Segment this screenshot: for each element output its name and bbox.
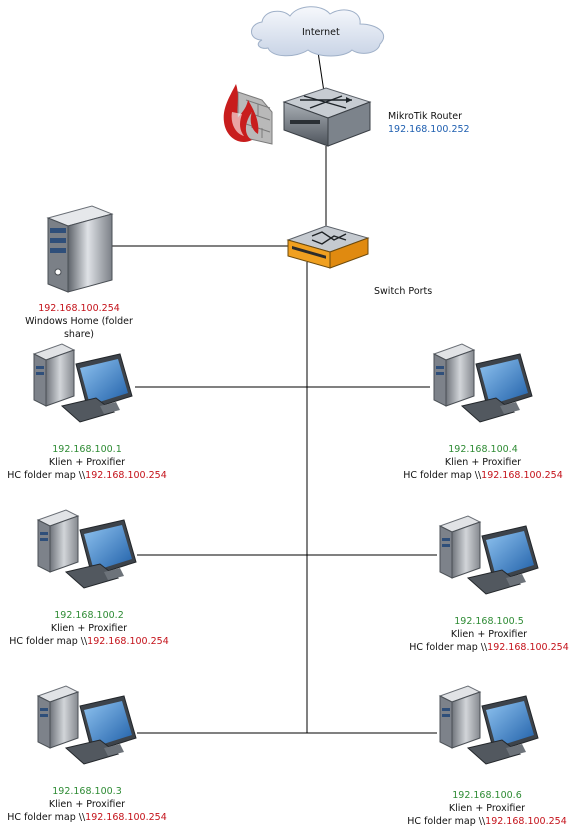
client-map: HC folder map \\192.168.100.254: [7, 812, 167, 823]
router-icon: [282, 87, 372, 147]
client-pc-icon-6: [438, 685, 539, 765]
client-map: HC folder map \\192.168.100.254: [407, 816, 567, 827]
client-ip: 192.168.100.6: [452, 790, 522, 801]
internet-label: Internet: [302, 27, 340, 38]
client-map: HC folder map \\192.168.100.254: [409, 642, 569, 653]
client-label-3: 192.168.100.3 Klien + Proxifier HC folde…: [0, 785, 174, 824]
client-label-1: 192.168.100.1 Klien + Proxifier HC folde…: [0, 443, 174, 482]
switch-icon: [286, 225, 370, 269]
client-label-5: 192.168.100.5 Klien + Proxifier HC folde…: [402, 615, 576, 654]
client-role: Klien + Proxifier: [450, 629, 528, 640]
cloud-icon: [251, 6, 385, 57]
router-ip: 192.168.100.252: [388, 124, 470, 135]
server-label: 192.168.100.254 Windows Home (folder sha…: [14, 302, 144, 341]
client-map: HC folder map \\192.168.100.254: [403, 470, 563, 481]
client-role: Klien + Proxifier: [448, 803, 526, 814]
client-label-4: 192.168.100.4 Klien + Proxifier HC folde…: [396, 443, 570, 482]
client-pc-icon-2: [36, 509, 137, 589]
client-pc-icon-4: [432, 343, 533, 423]
firewall-icon: [223, 84, 273, 145]
client-role: Klien + Proxifier: [48, 799, 126, 810]
connection-lines: [112, 51, 437, 734]
client-pc-icon-5: [438, 515, 539, 595]
client-role: Klien + Proxifier: [444, 457, 522, 468]
server-desc-line1: Windows Home (folder: [25, 316, 133, 327]
client-ip: 192.168.100.5: [454, 616, 524, 627]
switch-label: Switch Ports: [374, 286, 433, 297]
client-pc-icon-1: [32, 343, 133, 423]
client-pc-icon-3: [36, 685, 137, 765]
server-icon: [46, 205, 114, 293]
client-ip: 192.168.100.1: [52, 444, 122, 455]
client-map: HC folder map \\192.168.100.254: [9, 636, 169, 647]
router-name: MikroTik Router: [388, 111, 463, 122]
link-internet-router: [317, 51, 325, 93]
client-map: HC folder map \\192.168.100.254: [7, 470, 167, 481]
client-role: Klien + Proxifier: [50, 623, 128, 634]
server-ip: 192.168.100.254: [38, 303, 120, 314]
client-ip: 192.168.100.2: [54, 610, 124, 621]
server-desc-line2: share): [63, 329, 95, 340]
client-label-6: 192.168.100.6 Klien + Proxifier HC folde…: [400, 789, 574, 828]
client-role: Klien + Proxifier: [48, 457, 126, 468]
client-label-2: 192.168.100.2 Klien + Proxifier HC folde…: [2, 609, 176, 648]
client-ip: 192.168.100.4: [448, 444, 518, 455]
client-ip: 192.168.100.3: [52, 786, 122, 797]
